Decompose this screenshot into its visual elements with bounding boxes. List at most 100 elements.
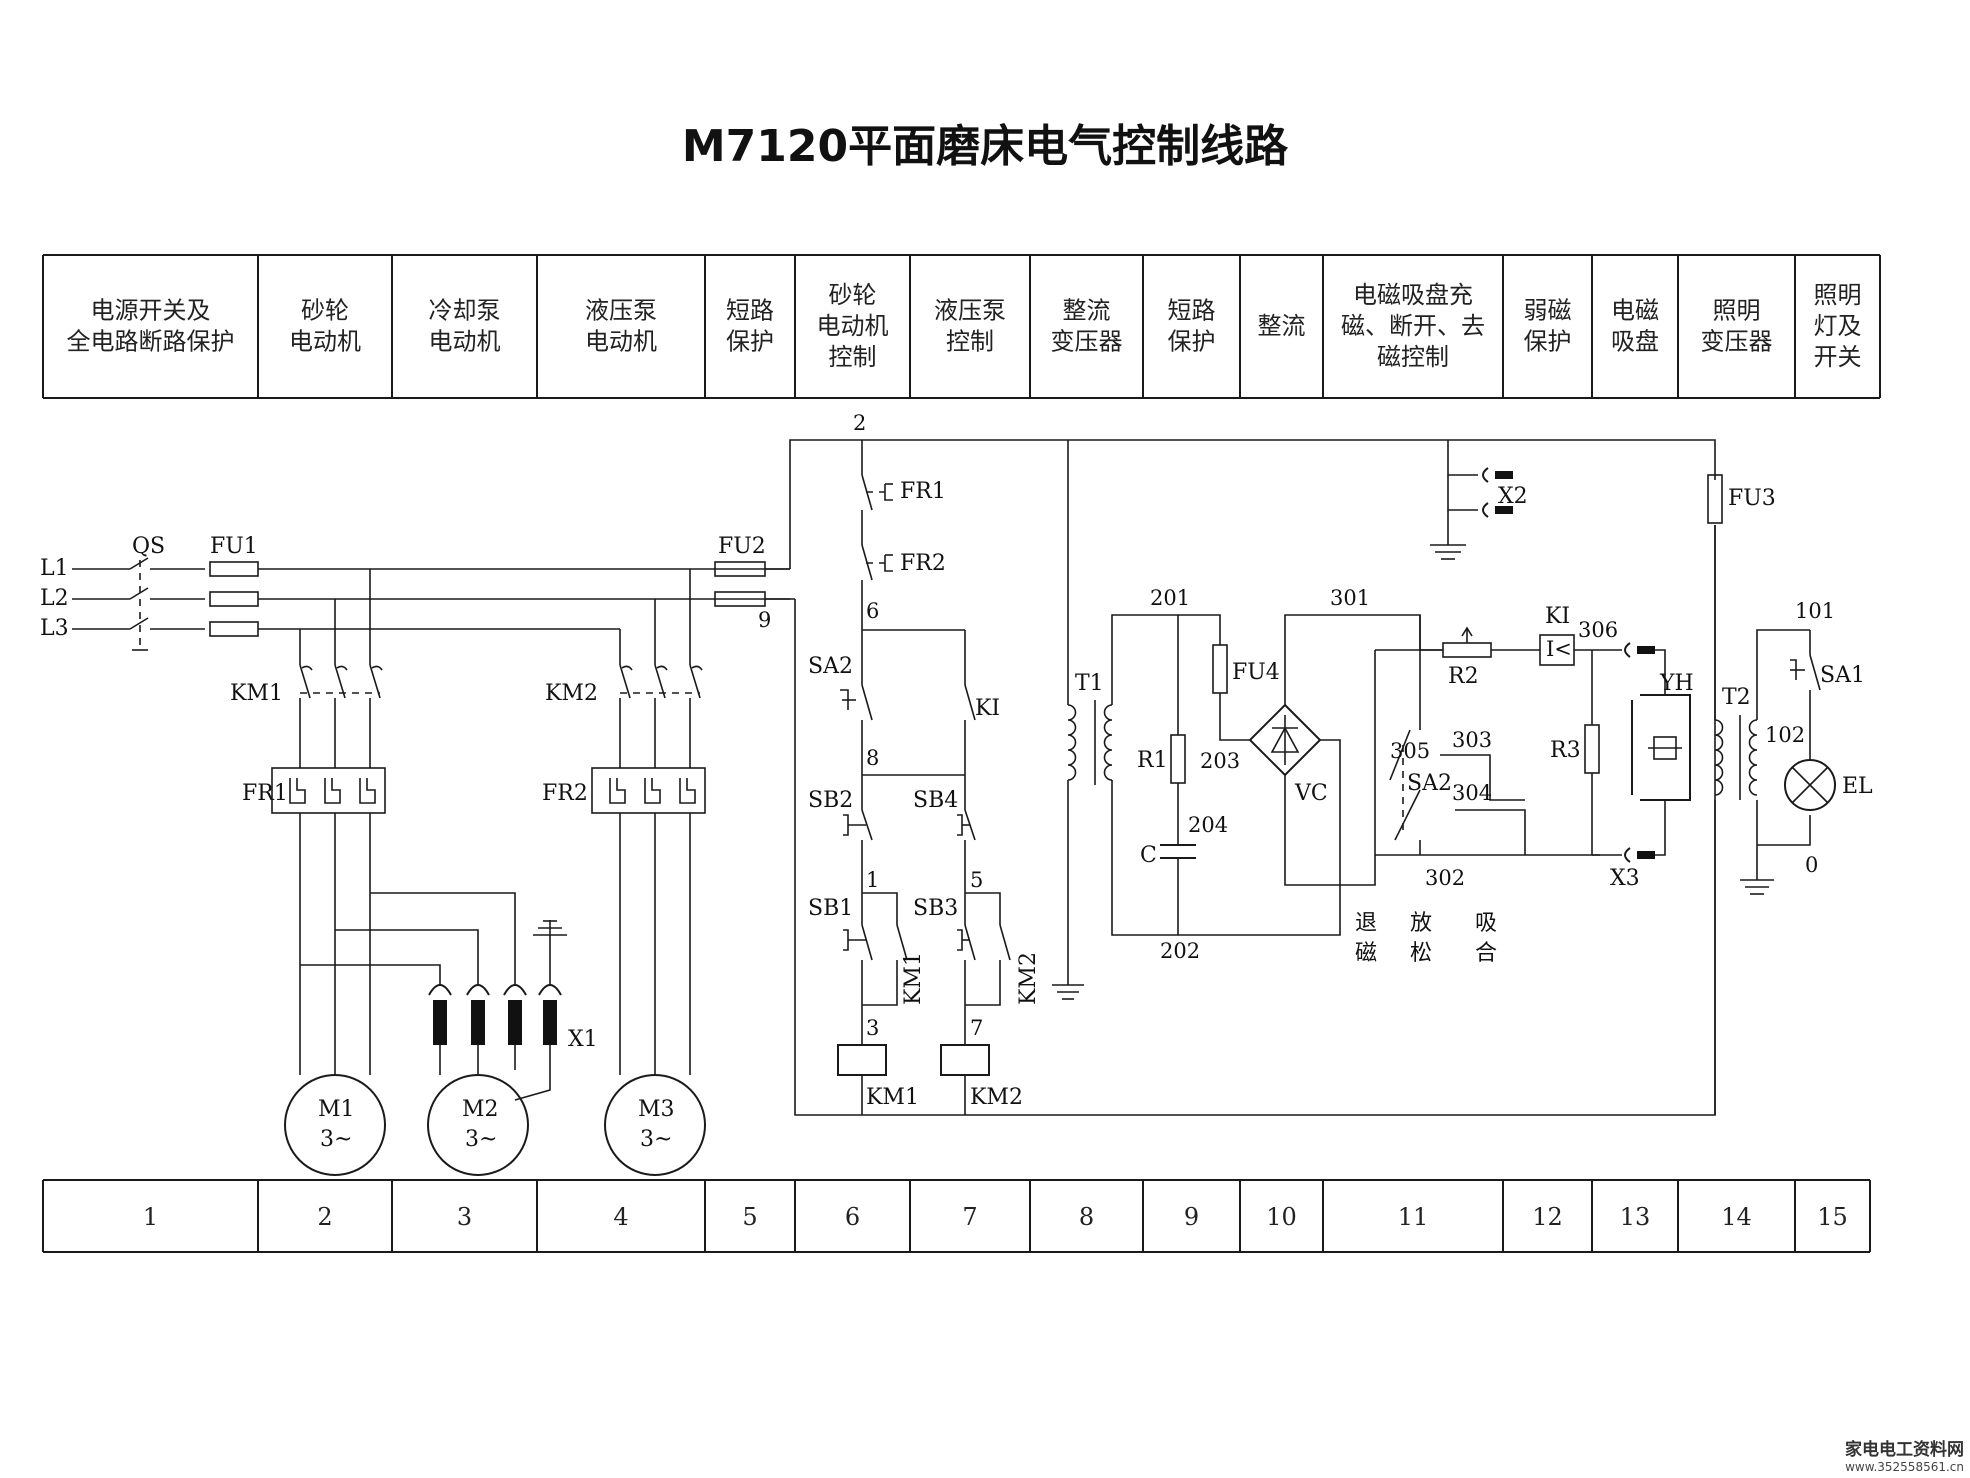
fuse-fu3 bbox=[1707, 474, 1723, 524]
header-cell-3: 冷却泵电动机 bbox=[429, 297, 501, 356]
label-L3: L3 bbox=[40, 616, 69, 641]
svg-text:T1: T1 bbox=[1075, 671, 1104, 696]
column-number-11: 11 bbox=[1398, 1203, 1429, 1231]
svg-text:C: C bbox=[1140, 843, 1157, 868]
column-number-3: 3 bbox=[457, 1203, 472, 1231]
svg-text:304: 304 bbox=[1452, 781, 1492, 805]
resistor-r2 bbox=[1442, 642, 1492, 658]
header-cell-9: 短路保护 bbox=[1168, 297, 1216, 356]
svg-text:EL: EL bbox=[1842, 774, 1873, 799]
header-cell-4: 液压泵电动机 bbox=[585, 297, 657, 356]
svg-text:SB1: SB1 bbox=[808, 896, 853, 921]
header-table: 电源开关及全电路断路保护砂轮电动机冷却泵电动机液压泵电动机短路保护砂轮电动机控制… bbox=[42, 254, 1881, 399]
svg-text:R2: R2 bbox=[1448, 664, 1479, 689]
svg-text:SB4: SB4 bbox=[913, 788, 958, 813]
fuse-fu4 bbox=[1212, 644, 1228, 694]
m2-branch: X1 M2 3~ bbox=[300, 892, 598, 1176]
column-number-2: 2 bbox=[317, 1203, 332, 1231]
header-cell-7: 液压泵控制 bbox=[934, 297, 1006, 356]
lamp-el bbox=[1784, 759, 1836, 811]
svg-text:KM2: KM2 bbox=[1016, 952, 1041, 1005]
svg-text:YH: YH bbox=[1659, 671, 1694, 696]
svg-text:合: 合 bbox=[1475, 941, 1497, 966]
svg-text:102: 102 bbox=[1765, 723, 1805, 747]
svg-text:3~: 3~ bbox=[640, 1127, 672, 1152]
svg-text:FR2: FR2 bbox=[542, 781, 588, 806]
svg-text:5: 5 bbox=[970, 868, 983, 892]
svg-text:305: 305 bbox=[1390, 739, 1430, 763]
m1-branch: KM1 FR1 M1 3~ bbox=[230, 569, 386, 1176]
svg-text:0: 0 bbox=[1805, 853, 1818, 877]
svg-text:303: 303 bbox=[1452, 728, 1492, 752]
demagnetize-control: X2 R2 SA2 305 302 303 304 退 磁 放 松 吸 合 bbox=[1355, 440, 1622, 966]
svg-text:I<: I< bbox=[1546, 637, 1572, 661]
svg-text:306: 306 bbox=[1578, 618, 1618, 642]
header-cell-1: 电源开关及全电路断路保护 bbox=[67, 297, 235, 356]
svg-text:R1: R1 bbox=[1137, 748, 1168, 773]
column-number-8: 8 bbox=[1079, 1203, 1094, 1231]
power-supply-lines: L1 L2 L3 QS FU1 FU2 bbox=[40, 534, 795, 651]
svg-text:7: 7 bbox=[970, 1016, 983, 1040]
qs-switch: QS bbox=[129, 534, 205, 651]
svg-text:FU1: FU1 bbox=[210, 534, 258, 559]
svg-text:3: 3 bbox=[866, 1016, 879, 1040]
svg-text:202: 202 bbox=[1160, 939, 1200, 963]
svg-text:3~: 3~ bbox=[465, 1127, 497, 1152]
header-cell-2: 砂轮电动机 bbox=[289, 297, 361, 356]
header-cell-8: 整流变压器 bbox=[1051, 297, 1123, 356]
svg-text:X2: X2 bbox=[1498, 484, 1528, 509]
m3-branch: KM2 FR2 M3 3~ bbox=[542, 569, 706, 1176]
svg-text:M3: M3 bbox=[638, 1097, 675, 1122]
fu1-fuses: FU1 bbox=[209, 534, 259, 637]
watermark-site-name: 家电电工资料网 bbox=[1845, 1440, 1964, 1460]
resistor-r3 bbox=[1584, 724, 1600, 774]
svg-text:QS: QS bbox=[132, 534, 165, 559]
svg-text:FR1: FR1 bbox=[242, 781, 288, 806]
resistor-r1 bbox=[1170, 734, 1186, 784]
label-L2: L2 bbox=[40, 586, 69, 611]
header-cell-5: 短路保护 bbox=[726, 297, 774, 356]
column-number-10: 10 bbox=[1266, 1203, 1297, 1231]
svg-text:KI: KI bbox=[1545, 604, 1570, 629]
column-number-6: 6 bbox=[845, 1203, 860, 1231]
column-number-13: 13 bbox=[1620, 1203, 1651, 1231]
svg-text:6: 6 bbox=[866, 599, 879, 623]
svg-text:SA2: SA2 bbox=[1407, 771, 1452, 796]
column-number-9: 9 bbox=[1184, 1203, 1199, 1231]
column-number-5: 5 bbox=[742, 1203, 757, 1231]
svg-text:SB2: SB2 bbox=[808, 788, 853, 813]
svg-text:FU2: FU2 bbox=[718, 534, 766, 559]
svg-text:302: 302 bbox=[1425, 866, 1465, 890]
svg-text:KM2: KM2 bbox=[970, 1085, 1023, 1110]
header-cell-15: 照明灯及开关 bbox=[1814, 281, 1862, 371]
magnetic-chuck: X3 YH bbox=[1610, 642, 1694, 891]
t1-transformer: T1 201 202 R1 C 204 bbox=[1052, 440, 1341, 1000]
svg-text:203: 203 bbox=[1200, 749, 1240, 773]
header-cell-13: 电磁吸盘 bbox=[1611, 297, 1659, 356]
svg-text:KM1: KM1 bbox=[866, 1085, 919, 1110]
column-number-12: 12 bbox=[1532, 1203, 1563, 1231]
svg-text:8: 8 bbox=[866, 746, 879, 770]
svg-text:1: 1 bbox=[866, 868, 879, 892]
lighting-circuit: FU3 T2 101 SA1 102 EL 0 bbox=[1707, 474, 1873, 1115]
svg-text:204: 204 bbox=[1188, 813, 1228, 837]
svg-text:301: 301 bbox=[1330, 586, 1370, 610]
svg-text:吸: 吸 bbox=[1475, 911, 1497, 936]
svg-text:退: 退 bbox=[1355, 911, 1377, 936]
motor-m2 bbox=[427, 1074, 529, 1176]
fu2-fuses: FU2 9 bbox=[714, 534, 795, 632]
svg-text:KI: KI bbox=[975, 696, 1000, 721]
watermark: 家电电工资料网 www.352558561.cn bbox=[1845, 1435, 1964, 1474]
header-cell-10: 整流 bbox=[1258, 312, 1306, 340]
header-cell-14: 照明变压器 bbox=[1701, 297, 1773, 356]
svg-text:SA2: SA2 bbox=[808, 654, 853, 679]
column-number-14: 14 bbox=[1721, 1203, 1752, 1231]
svg-text:M2: M2 bbox=[462, 1097, 499, 1122]
coil-km1 bbox=[837, 1044, 887, 1076]
column-number-15: 15 bbox=[1817, 1203, 1848, 1231]
svg-text:SA1: SA1 bbox=[1820, 663, 1865, 688]
svg-text:X3: X3 bbox=[1610, 866, 1640, 891]
motor-m1 bbox=[284, 1074, 386, 1176]
header-cell-6: 砂轮电动机控制 bbox=[817, 281, 889, 371]
svg-text:放: 放 bbox=[1410, 911, 1432, 936]
